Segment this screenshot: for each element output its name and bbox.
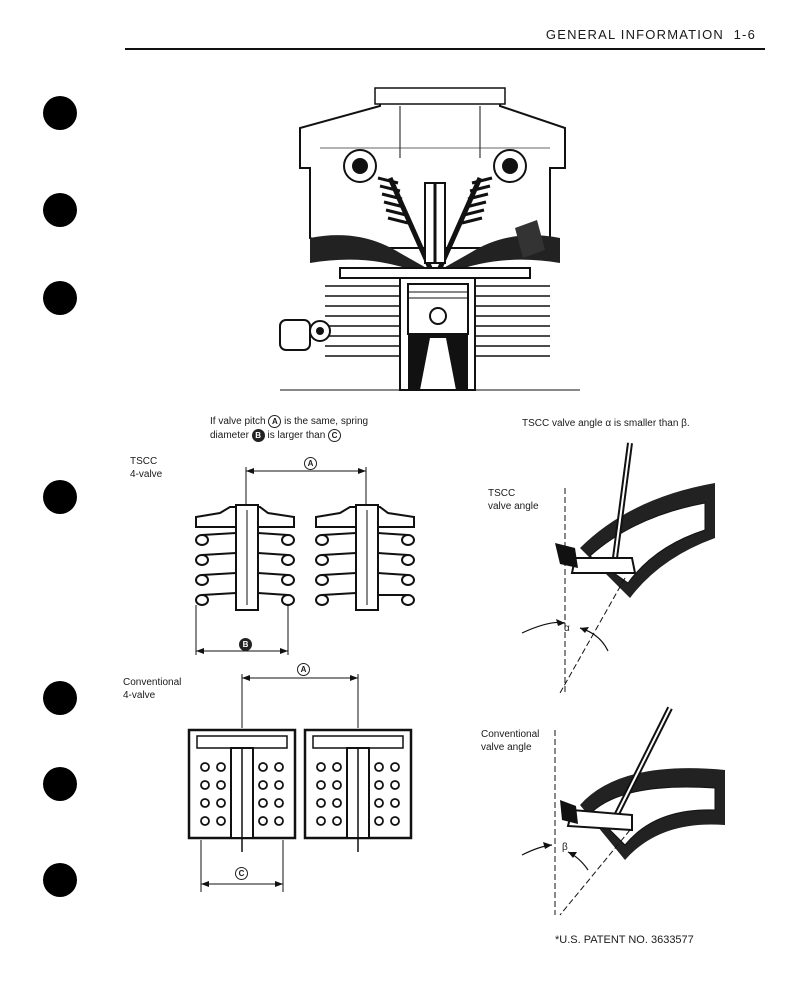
header-rule: [125, 48, 765, 50]
binder-hole: [43, 193, 77, 227]
tscc-4-valve-label: TSCC 4-valve: [130, 456, 163, 480]
caption-line-1: If valve pitch A is the same, spring: [210, 415, 369, 428]
binder-hole: [43, 863, 77, 897]
marker-a: A: [268, 415, 282, 428]
tscc-valve-spring-diagram: [195, 467, 415, 655]
beta-symbol: β: [562, 842, 568, 853]
binder-hole: [43, 96, 77, 130]
patent-footnote: *U.S. PATENT NO. 3633577: [555, 934, 694, 946]
dimension-marker-b: B: [239, 638, 252, 651]
page-header: GENERAL INFORMATION 1-6: [546, 27, 756, 42]
dimension-marker-a-top: A: [304, 457, 317, 470]
conventional-4-valve-label: Conventional 4-valve: [123, 677, 182, 701]
binder-hole: [43, 681, 77, 715]
conventional-valve-spring-diagram: [187, 674, 413, 892]
section-title: GENERAL INFORMATION: [545, 27, 724, 42]
binder-hole: [43, 281, 77, 315]
dimension-marker-c: C: [235, 867, 248, 880]
marker-b: B: [251, 429, 265, 443]
alpha-symbol: α: [564, 623, 570, 634]
tscc-valve-angle-diagram: [521, 442, 715, 694]
dimension-marker-a-bottom: A: [297, 663, 310, 676]
cylinder-head-cross-section-illustration: [279, 87, 580, 391]
page-number: 1-6: [733, 27, 756, 42]
marker-c: C: [328, 429, 342, 443]
binder-hole: [43, 480, 77, 514]
conventional-valve-angle-diagram: [521, 706, 725, 916]
caption-line-2: diameter B is larger than C: [210, 429, 368, 443]
valve-pitch-caption: If valve pitch A is the same, spring dia…: [210, 415, 368, 443]
conventional-valve-angle-label: Conventional valve angle: [481, 729, 540, 753]
binder-hole: [43, 767, 77, 801]
valve-angle-caption: TSCC valve angle α is smaller than β.: [522, 418, 690, 429]
tscc-valve-angle-label: TSCC valve angle: [488, 488, 539, 512]
